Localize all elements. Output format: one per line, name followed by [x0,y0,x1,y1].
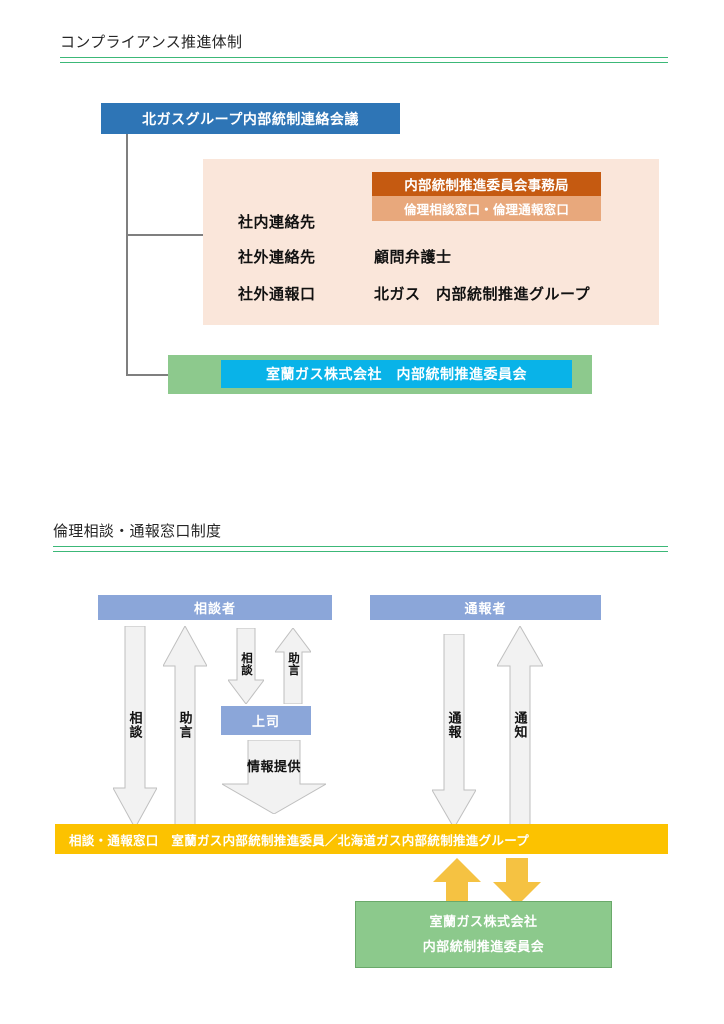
org-top-box: 北ガスグループ内部統制連絡会議 [101,103,400,134]
boss-box: 上司 [221,706,311,735]
ethics-desk-box: 倫理相談窓口・倫理通報窓口 [372,196,601,221]
arrow-up-to-desk-yellow [433,858,481,906]
internal-control-office-box: 内部統制推進委員会事務局 [372,172,601,196]
actor-label-whistleblower: 通報者 [464,601,507,616]
boss-box-label: 上司 [251,714,280,729]
section-title-ethics-desk: 倫理相談・通報窓口制度 [53,523,222,540]
contact-row-label-report: 社外通報口 [238,286,316,303]
desk-bar-label: 相談・通報窓口 室蘭ガス内部統制推進委員／北海道ガス内部統制推進グループ [69,833,530,848]
contact-row-label-internal: 社内連絡先 [238,214,316,231]
org-top-box-label: 北ガスグループ内部統制連絡会議 [142,110,359,127]
actor-label-consulter: 相談者 [193,601,236,616]
arrow-report-to-desk [432,634,476,828]
arrow-label-consult-to-desk: 相談 [127,711,143,739]
actor-box-consulter: 相談者 [98,595,332,620]
arrow-boss-info-provide [222,740,326,814]
arrow-label-notice-from-desk: 通知 [512,711,528,739]
contact-row-value-report: 北ガス 内部統制推進グループ [374,286,591,303]
committee-box: 室蘭ガス株式会社 内部統制推進委員会 [355,901,612,968]
subsidiary-box: 室蘭ガス株式会社 内部統制推進委員会 [221,360,572,388]
arrow-consult-to-boss [228,628,264,704]
arrow-notice-from-desk [497,626,543,828]
committee-box-line2: 内部統制推進委員会 [422,938,545,954]
arrow-label-boss-info-provide-text: 情報提供 [246,758,301,774]
internal-control-office-label: 内部統制推進委員会事務局 [404,178,569,193]
arrow-label-report-to-desk: 通報 [446,711,462,739]
arrow-advice-from-boss [275,628,311,704]
actor-box-whistleblower: 通報者 [370,595,601,620]
arrow-consult-to-desk [113,626,157,828]
arrow-label-advice-from-desk: 助言 [177,711,193,739]
arrow-label-consult-to-boss: 相談 [240,652,252,676]
section-rule-1 [60,57,668,63]
arrow-label-boss-info-provide: 情報提供 [238,745,310,789]
desk-bar: 相談・通報窓口 室蘭ガス内部統制推進委員／北海道ガス内部統制推進グループ [55,824,668,854]
contact-row-label-external: 社外連絡先 [238,249,316,266]
connector-vertical [126,133,128,376]
contact-row-value-external: 顧問弁護士 [374,249,452,266]
arrow-down-to-committee-yellow [493,858,541,906]
arrow-label-advice-from-boss: 助言 [287,652,299,676]
connector-branch-subsidiary [126,374,169,376]
section-title-compliance: コンプライアンス推進体制 [60,34,243,51]
connector-branch-panel [126,234,204,236]
ethics-desk-label: 倫理相談窓口・倫理通報窓口 [403,203,570,217]
subsidiary-box-label: 室蘭ガス株式会社 内部統制推進委員会 [266,366,527,382]
section-rule-2 [53,546,668,552]
arrow-advice-from-desk [163,626,207,828]
committee-box-line1: 室蘭ガス株式会社 [429,913,538,929]
